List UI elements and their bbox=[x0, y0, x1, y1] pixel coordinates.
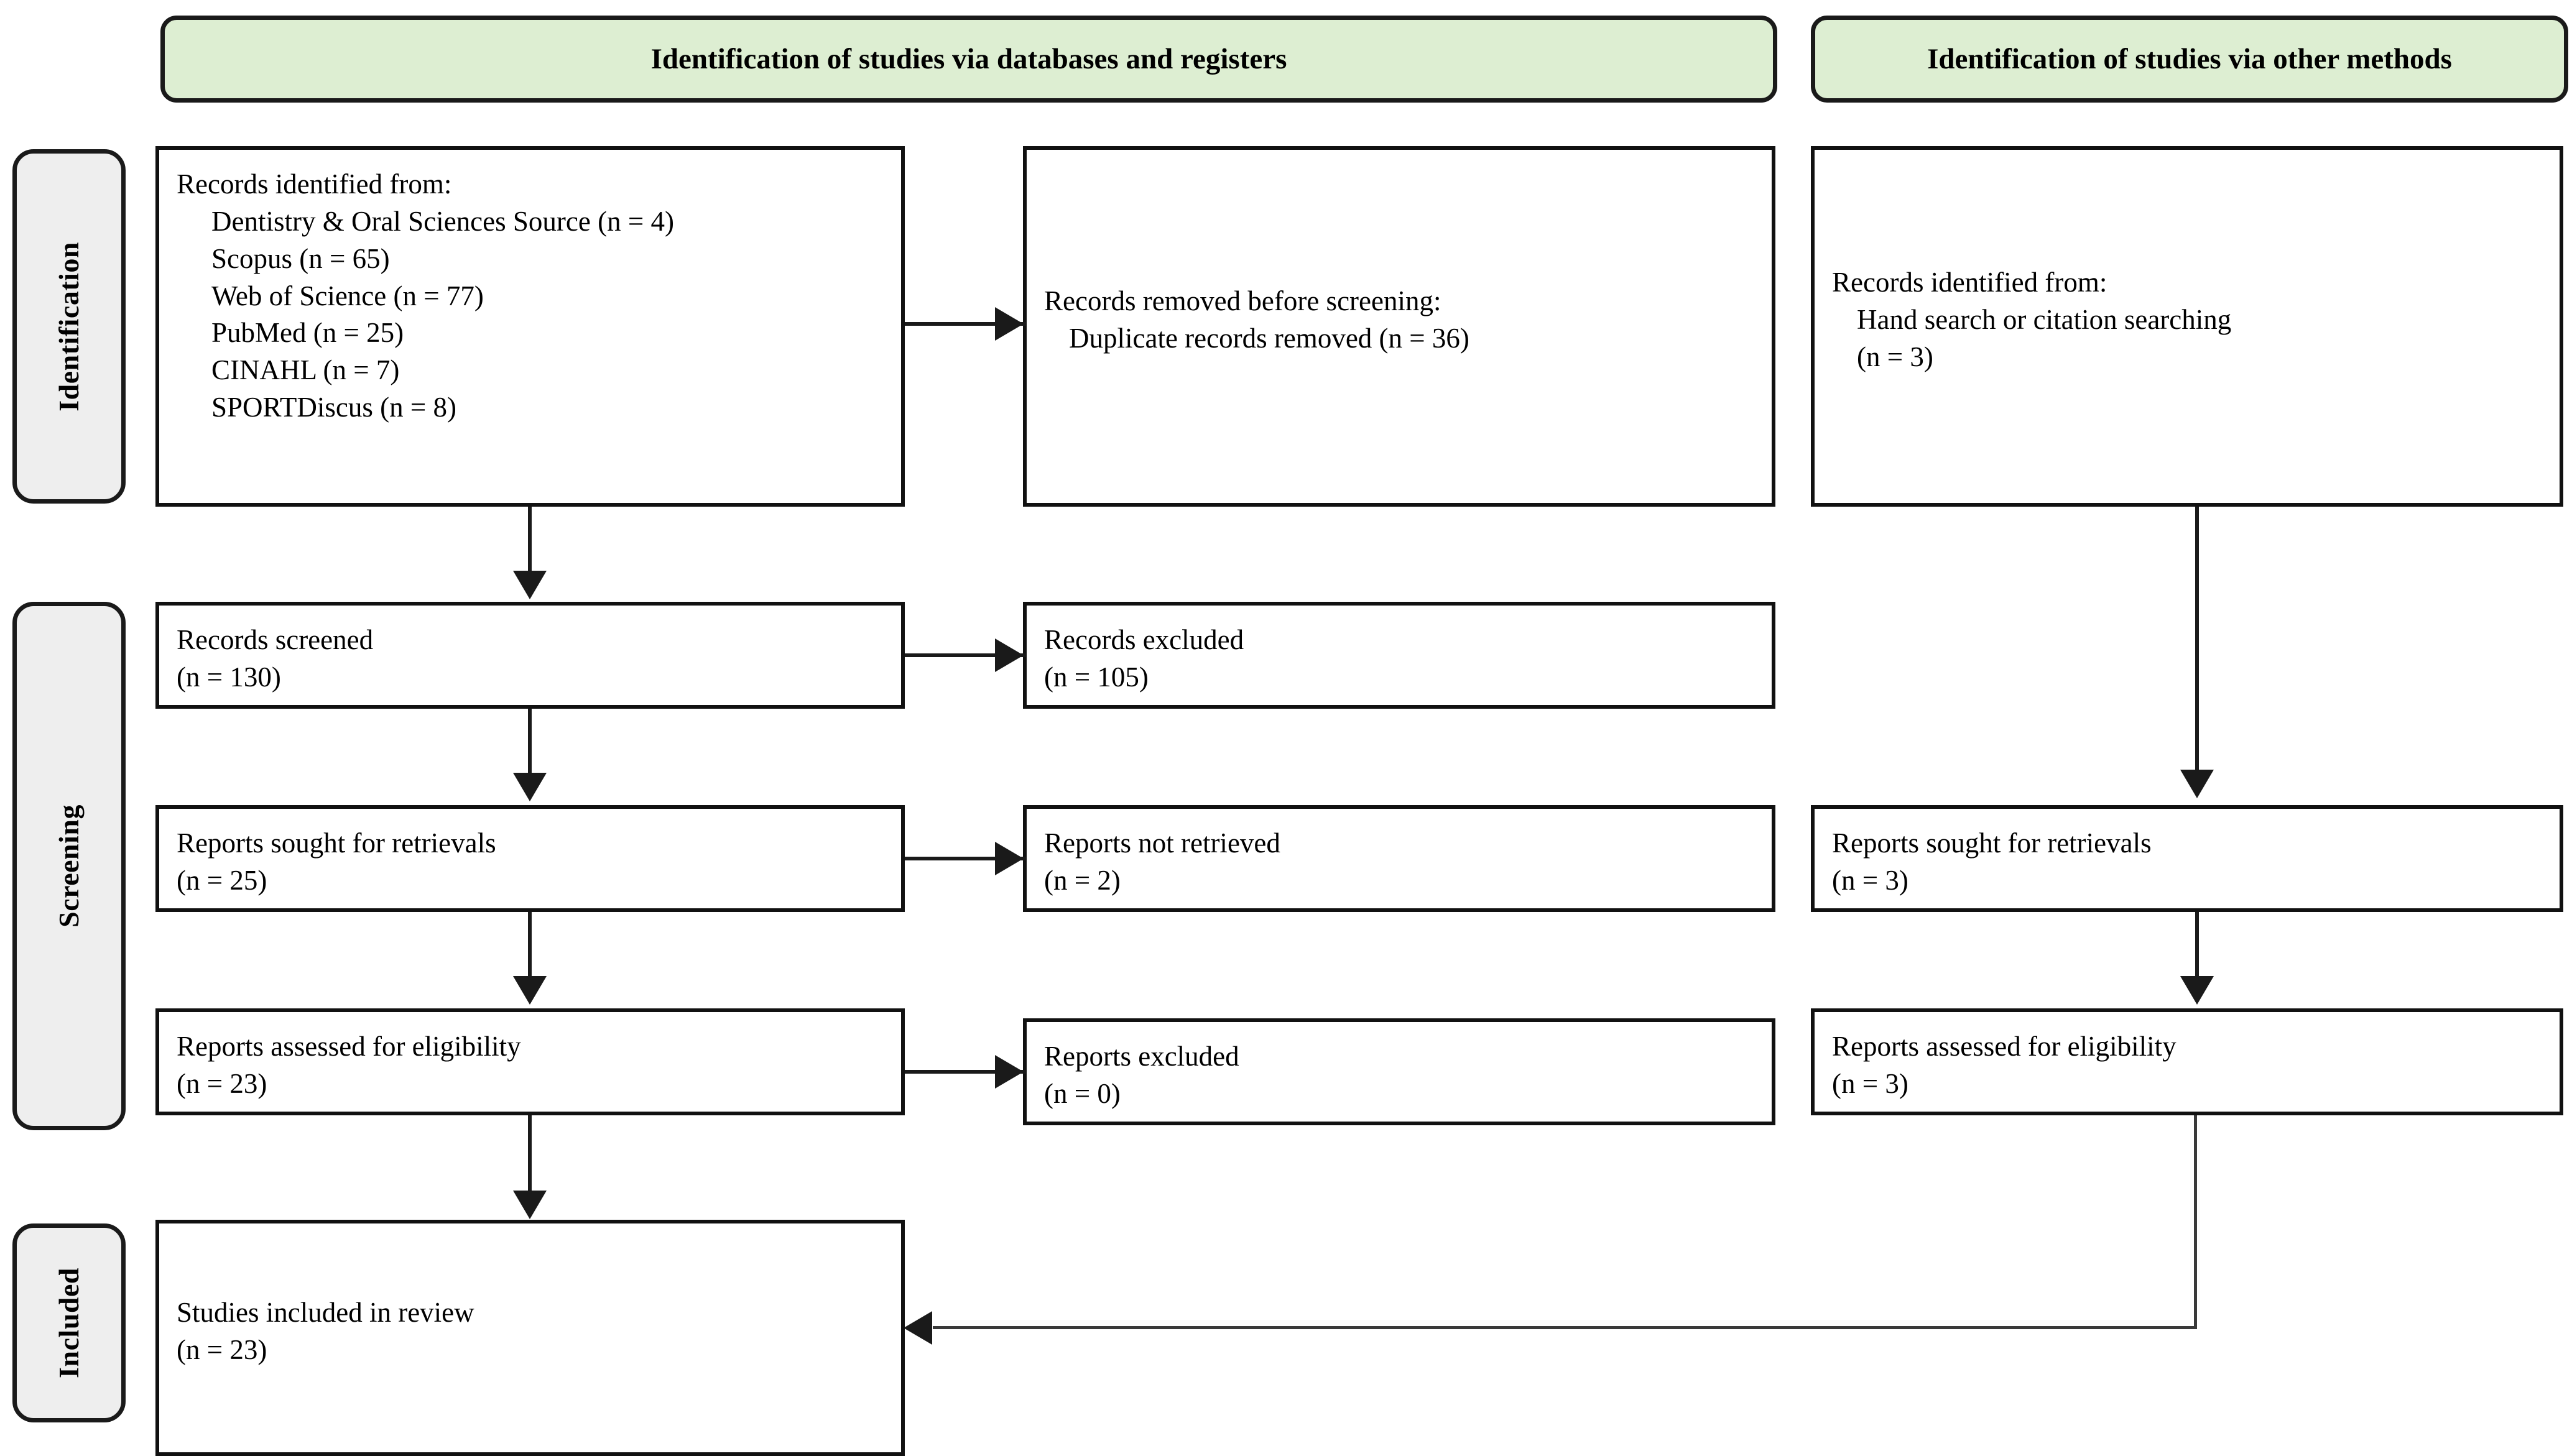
node-records-identified: Records identified from: Dentistry & Ora… bbox=[155, 146, 905, 507]
node-line: PubMed (n = 25) bbox=[211, 317, 404, 349]
arrowhead-identified-to-removed bbox=[995, 307, 1024, 341]
stage-identification-label: Identification bbox=[53, 241, 85, 412]
stage-included: Included bbox=[12, 1223, 126, 1422]
node-line: Dentistry & Oral Sciences Source (n = 4) bbox=[211, 205, 674, 237]
node-line: (n = 105) bbox=[1044, 661, 1149, 693]
header-other-methods: Identification of studies via other meth… bbox=[1811, 16, 2568, 103]
node-line: Records removed before screening: bbox=[1044, 285, 1441, 317]
node-records-screened: Records screened (n = 130) bbox=[155, 602, 905, 709]
stage-screening: Screening bbox=[12, 602, 126, 1130]
node-line: (n = 0) bbox=[1044, 1077, 1121, 1109]
stage-screening-label: Screening bbox=[53, 804, 85, 928]
node-line: Reports assessed for eligibility bbox=[177, 1031, 521, 1062]
node-line: Reports sought for retrievals bbox=[1832, 827, 2152, 859]
stage-identification: Identification bbox=[12, 149, 126, 504]
arrowhead-screened-to-sought bbox=[513, 773, 547, 801]
node-other-reports-assessed: Reports assessed for eligibility (n = 3) bbox=[1811, 1008, 2563, 1115]
node-records-removed: Records removed before screening: Duplic… bbox=[1023, 146, 1775, 507]
node-reports-assessed: Reports assessed for eligibility (n = 23… bbox=[155, 1008, 905, 1115]
node-line: (n = 2) bbox=[1044, 864, 1121, 896]
header-databases-label: Identification of studies via databases … bbox=[650, 42, 1287, 75]
node-line: Duplicate records removed (n = 36) bbox=[1069, 323, 1469, 354]
node-line: Web of Science (n = 77) bbox=[211, 280, 484, 311]
node-records-excluded: Records excluded (n = 105) bbox=[1023, 602, 1775, 709]
node-line: (n = 3) bbox=[1857, 341, 1933, 372]
node-other-reports-sought: Reports sought for retrievals (n = 3) bbox=[1811, 805, 2563, 912]
connector-identified-to-screened bbox=[528, 507, 532, 575]
node-line: (n = 23) bbox=[177, 1334, 267, 1365]
node-line: Reports excluded bbox=[1044, 1041, 1239, 1072]
arrowhead-other-identified-to-sought bbox=[2180, 770, 2214, 798]
node-line: (n = 3) bbox=[1832, 1067, 1908, 1099]
node-line: (n = 23) bbox=[177, 1067, 267, 1099]
node-line: Records identified from: bbox=[1832, 267, 2107, 298]
node-reports-not-retrieved: Reports not retrieved (n = 2) bbox=[1023, 805, 1775, 912]
node-line: Records screened bbox=[177, 624, 374, 655]
node-line: Reports sought for retrievals bbox=[177, 827, 496, 859]
arrowhead-sought-to-assessed bbox=[513, 976, 547, 1005]
node-line: Scopus (n = 65) bbox=[211, 242, 390, 274]
connector-screened-to-excluded bbox=[905, 653, 1026, 657]
connector-sought-to-not-retrieved bbox=[905, 857, 1026, 860]
connector-assessed-to-excluded bbox=[905, 1070, 1026, 1074]
connector-other-assessed-horizontal bbox=[933, 1326, 2197, 1329]
node-line: SPORTDiscus (n = 8) bbox=[211, 392, 456, 423]
connector-other-identified-to-sought bbox=[2195, 507, 2199, 774]
header-other-methods-label: Identification of studies via other meth… bbox=[1927, 42, 2452, 75]
arrowhead-assessed-to-excluded bbox=[995, 1055, 1024, 1089]
arrowhead-other-assessed-to-included bbox=[904, 1311, 932, 1345]
node-line: Records excluded bbox=[1044, 624, 1244, 655]
arrowhead-screened-to-excluded bbox=[995, 638, 1024, 672]
node-reports-excluded: Reports excluded (n = 0) bbox=[1023, 1018, 1775, 1125]
connector-sought-to-assessed bbox=[528, 912, 532, 980]
stage-included-label: Included bbox=[53, 1268, 85, 1378]
connector-assessed-to-included bbox=[528, 1115, 532, 1196]
node-line: Studies included in review bbox=[177, 1297, 474, 1329]
arrowhead-identified-to-screened bbox=[513, 571, 547, 599]
node-other-identified: Records identified from: Hand search or … bbox=[1811, 146, 2563, 507]
node-line: Hand search or citation searching bbox=[1857, 304, 2232, 336]
node-line: Records identified from: bbox=[177, 168, 452, 200]
connector-other-sought-to-other-assessed bbox=[2195, 912, 2199, 980]
arrowhead-assessed-to-included bbox=[513, 1191, 547, 1219]
node-line: Reports assessed for eligibility bbox=[1832, 1031, 2176, 1062]
node-line: (n = 130) bbox=[177, 661, 281, 693]
connector-other-assessed-vertical bbox=[2194, 1115, 2197, 1328]
arrowhead-sought-to-not-retrieved bbox=[995, 842, 1024, 875]
node-line: (n = 3) bbox=[1832, 864, 1908, 896]
node-line: (n = 25) bbox=[177, 864, 267, 896]
connector-screened-to-sought bbox=[528, 709, 532, 777]
arrowhead-other-sought-to-other-assessed bbox=[2180, 976, 2214, 1005]
node-reports-sought: Reports sought for retrievals (n = 25) bbox=[155, 805, 905, 912]
node-line: Reports not retrieved bbox=[1044, 827, 1280, 859]
node-studies-included: Studies included in review (n = 23) bbox=[155, 1220, 905, 1456]
header-databases-and-registers: Identification of studies via databases … bbox=[160, 16, 1777, 103]
node-line: CINAHL (n = 7) bbox=[211, 354, 400, 386]
connector-identified-to-removed bbox=[905, 322, 1026, 326]
